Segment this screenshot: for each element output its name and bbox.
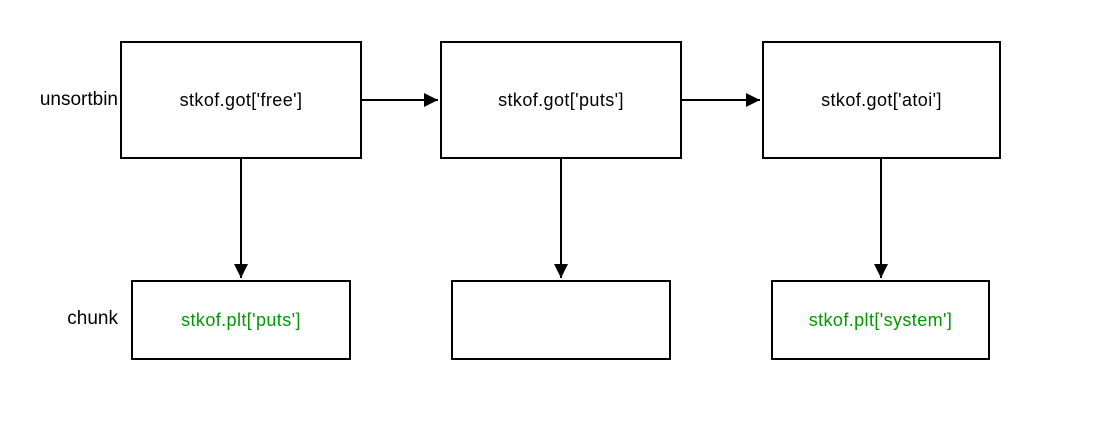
node-got-atoi: stkof.got['atoi']	[762, 41, 1001, 159]
node-plt-puts-label: stkof.plt['puts']	[181, 309, 301, 330]
node-got-free-label: stkof.got['free']	[179, 89, 303, 110]
node-empty-chunk	[451, 280, 671, 360]
node-plt-puts: stkof.plt['puts']	[131, 280, 351, 360]
node-got-atoi-label: stkof.got['atoi']	[821, 89, 942, 110]
row-label-unsortbin: unsortbin	[39, 89, 118, 110]
node-got-puts-label: stkof.got['puts']	[498, 89, 624, 110]
node-got-puts: stkof.got['puts']	[440, 41, 682, 159]
row-label-chunk: chunk	[67, 308, 118, 329]
node-plt-system-label: stkof.plt['system']	[808, 309, 953, 330]
node-plt-system: stkof.plt['system']	[771, 280, 990, 360]
node-got-free: stkof.got['free']	[120, 41, 362, 159]
